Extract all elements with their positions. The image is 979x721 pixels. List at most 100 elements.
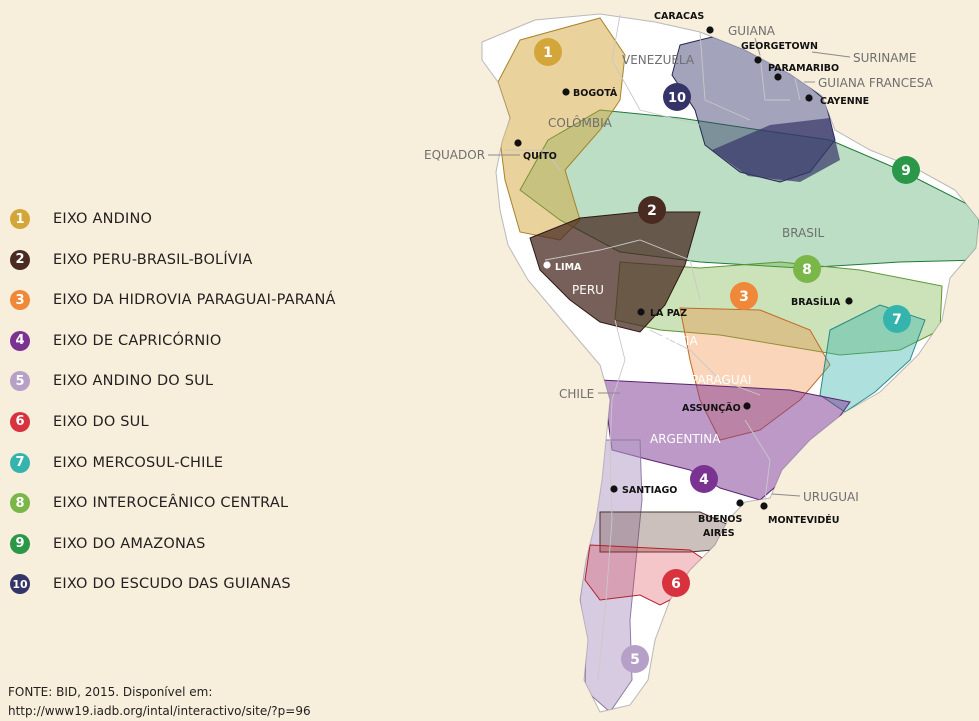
legend-label: EIXO DO ESCUDO DAS GUIANAS [53,576,291,593]
label-lima: LIMA [555,262,582,273]
legend-label: EIXO MERCOSUL-CHILE [53,454,224,471]
legend-item: 2 EIXO PERU-BRASIL-BOLÍVIA [10,246,336,274]
label-chile: CHILE [559,387,594,401]
label-peru: PERU [572,283,604,297]
legend-marker: 9 [10,533,30,554]
label-guiana: GUIANA [728,24,776,38]
marker-5 [621,645,649,673]
country-borders [505,14,801,681]
label-paraguai: PARAGUAI [691,373,751,387]
marker-2 [638,196,666,224]
marker-10 [663,83,691,111]
legend-item: 6 EIXO DO SUL [10,408,336,436]
legend-label: EIXO DA HIDROVIA PARAGUAI-PARANÁ [53,292,336,309]
dot-lima [543,261,551,269]
source-line-1: FONTE: BID, 2015. Disponível em: [8,685,213,699]
legend-item: 4 EIXO DE CAPRICÓRNIO [10,327,336,355]
legend-label: EIXO ANDINO DO SUL [53,373,214,390]
dot-georgetown [754,56,762,64]
label-uruguai: URUGUAI [803,490,859,504]
marker-1 [534,38,562,66]
legend-item: 10 EIXO DO ESCUDO DAS GUIANAS [10,570,336,598]
label-santiago: SANTIAGO [622,485,677,496]
label-la-paz: LA PAZ [650,308,687,319]
axis-markers: 1 2 3 4 5 6 7 8 9 10 [534,38,920,673]
legend-label: EIXO INTEROCEÂNICO CENTRAL [53,495,289,512]
marker-7 [883,305,911,333]
marker-10-number: 10 [668,91,686,106]
marker-1-number: 1 [543,45,553,61]
legend-marker: 8 [10,493,30,514]
marker-7-number: 7 [892,312,902,328]
region-eixo-guianas-delta [712,118,840,182]
legend-marker: 10 [10,574,30,595]
legend-label: EIXO ANDINO [53,211,153,227]
dot-paramaribo [774,73,782,81]
dot-montevideu [760,502,768,510]
dot-la-paz [637,308,645,316]
legend-label: EIXO DO SUL [53,413,149,430]
legend-item: 5 EIXO ANDINO DO SUL [10,367,336,395]
label-assuncao: ASSUNÇÃO [682,403,741,414]
label-brasilia: BRASÍLIA [791,296,841,308]
marker-8-number: 8 [802,262,812,278]
dot-caracas [706,26,714,34]
legend-marker: 5 [10,371,30,392]
label-bolivia: BOLÍVIA [650,333,698,348]
legend-item: 1 EIXO ANDINO [10,205,336,233]
legend-marker: 2 [10,249,30,270]
legend-item: 7 EIXO MERCOSUL-CHILE [10,449,336,477]
marker-9 [892,156,920,184]
dot-buenos-aires [736,499,744,507]
city-labels: CARACAS GEORGETOWN PARAMARIBO CAYENNE BO… [523,11,869,539]
label-cayenne: CAYENNE [820,96,869,107]
dot-brasilia [845,297,853,305]
legend-label: EIXO PERU-BRASIL-BOLÍVIA [53,251,253,268]
marker-5-number: 5 [630,652,640,668]
marker-6 [662,569,690,597]
country-labels: VENEZUELA GUIANA SURINAME GUIANA FRANCES… [424,24,934,504]
source-note: FONTE: BID, 2015. Disponível em: http://… [8,683,311,721]
city-dots [514,26,853,510]
label-buenos-aires-1: BUENOS [698,514,742,525]
label-buenos-aires-2: AIRES [703,528,735,539]
marker-3 [730,282,758,310]
legend-label: EIXO DE CAPRICÓRNIO [53,332,222,349]
label-caracas: CARACAS [654,11,704,22]
dot-cayenne [805,94,813,102]
legend-marker: 6 [10,411,30,432]
label-venezuela: VENEZUELA [622,53,695,67]
marker-4 [690,465,718,493]
leader-lines [488,37,851,497]
region-eixo-peru-brasil-bolivia [529,211,701,333]
marker-4-number: 4 [699,472,709,488]
dot-assuncao [743,402,751,410]
label-equador: EQUADOR [424,148,485,162]
source-line-2: http://www19.iadb.org/intal/interactivo/… [8,704,311,718]
label-argentina: ARGENTINA [650,432,721,446]
marker-8 [793,255,821,283]
dot-bogota [562,88,570,96]
legend-item: 3 EIXO DA HIDROVIA PARAGUAI-PARANÁ [10,286,336,314]
legend-item: 9 EIXO DO AMAZONAS [10,530,336,558]
dot-santiago [610,485,618,493]
label-bogota: BOGOTÁ [573,87,618,99]
marker-2-number: 2 [647,203,657,219]
legend-marker: 3 [10,290,30,311]
label-montevideu: MONTEVIDÉU [768,514,839,526]
marker-6-number: 6 [671,576,681,592]
marker-3-number: 3 [739,289,749,305]
label-colombia: COLÔMBIA [548,115,613,130]
dot-quito [514,139,522,147]
legend-marker: 1 [10,209,30,229]
label-quito: QUITO [523,151,557,162]
legend-marker: 4 [10,330,30,351]
legend-item: 8 EIXO INTEROCEÂNICO CENTRAL [10,489,336,517]
legend-label: EIXO DO AMAZONAS [53,535,206,552]
label-paramaribo: PARAMARIBO [768,63,839,74]
label-brasil: BRASIL [782,226,824,240]
label-suriname: SURINAME [853,51,916,65]
legend-marker: 7 [10,452,30,473]
